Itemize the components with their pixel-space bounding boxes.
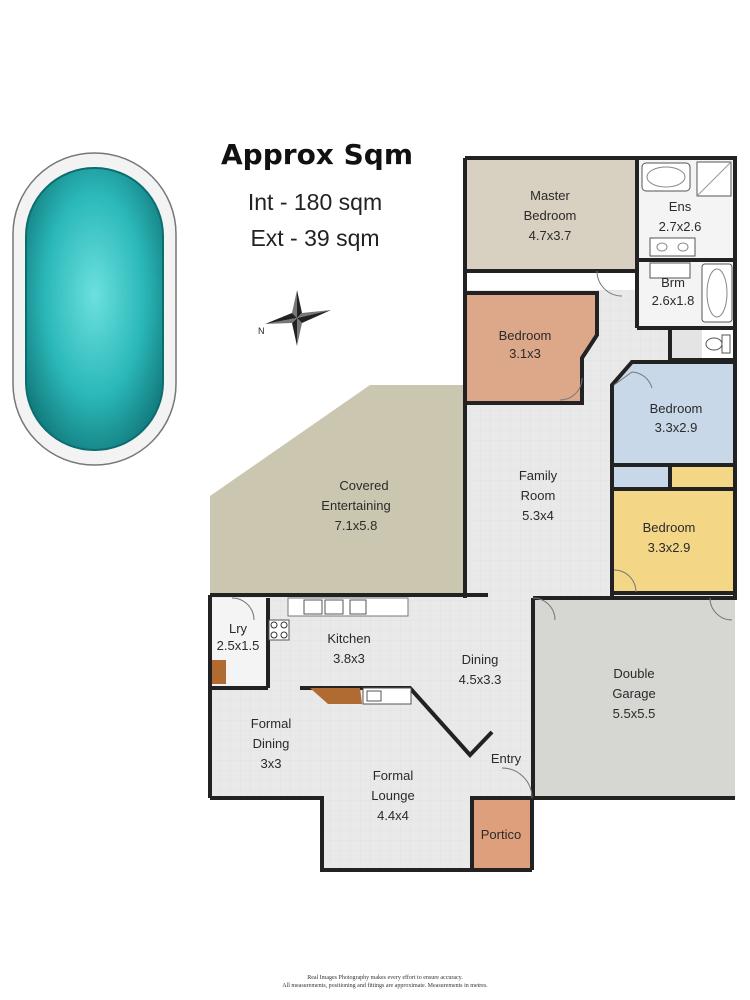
internal-area: Int - 180 sqm [248, 189, 382, 215]
covered-entertaining-area [210, 385, 465, 593]
microwave-icon [362, 687, 412, 705]
room-dining: Dining 4.5x3.3 [459, 652, 502, 687]
svg-text:Family: Family [519, 468, 558, 483]
svg-text:Ens: Ens [669, 199, 692, 214]
doors [231, 270, 733, 799]
bathroom-bath-icon [701, 263, 733, 323]
compass-north-label: N [258, 326, 265, 336]
compass-rose-icon [265, 290, 331, 346]
room-master-bedroom: Master Bedroom 4.7x3.7 [524, 188, 577, 243]
svg-text:3.3x2.9: 3.3x2.9 [648, 540, 691, 555]
disclaimer-line-2: All measurements, positioning and fittin… [282, 982, 488, 989]
svg-text:Kitchen: Kitchen [327, 631, 370, 646]
room-ensuite: Ens 2.7x2.6 [659, 199, 702, 234]
room-bathroom: Brm 2.6x1.8 [652, 275, 695, 308]
laundry-tub [212, 660, 226, 684]
svg-text:4.5x3.3: 4.5x3.3 [459, 672, 502, 687]
svg-text:2.7x2.6: 2.7x2.6 [659, 219, 702, 234]
toilet-icon [705, 334, 731, 354]
svg-text:Bedroom: Bedroom [650, 401, 703, 416]
kitchen-sink-icon [287, 597, 409, 617]
svg-text:3x3: 3x3 [261, 756, 282, 771]
bedroom-3-robe [614, 465, 670, 489]
room-bedroom-3: Bedroom 3.3x2.9 [650, 401, 703, 435]
bedroom-3-floor [612, 362, 735, 465]
room-family-room: Family Room 5.3x4 [519, 468, 558, 523]
room-formal-lounge: Formal Lounge 4.4x4 [371, 768, 414, 823]
disclaimer-line-1: Real Images Photography makes every effo… [307, 974, 463, 981]
svg-text:Dining: Dining [253, 736, 290, 751]
room-portico: Portico [481, 827, 521, 842]
bedroom-4-robe [672, 467, 735, 489]
svg-text:5.3x4: 5.3x4 [522, 508, 554, 523]
svg-text:Bedroom: Bedroom [499, 328, 552, 343]
room-bedroom-4: Bedroom 3.3x2.9 [643, 520, 696, 555]
ensuite-vanity-icon [649, 237, 696, 257]
room-covered-entertaining: Covered Entertaining 7.1x5.8 [321, 478, 390, 533]
svg-text:3.1x3: 3.1x3 [509, 346, 541, 361]
bedroom-2-floor [465, 293, 597, 403]
portico-floor [472, 798, 532, 870]
svg-text:Lry: Lry [229, 621, 248, 636]
bathroom-vanity-icon [649, 262, 691, 279]
swimming-pool [12, 152, 177, 466]
svg-text:Dining: Dining [462, 652, 499, 667]
room-entry: Entry [491, 751, 522, 766]
svg-text:Bedroom: Bedroom [524, 208, 577, 223]
room-kitchen: Kitchen 3.8x3 [327, 631, 370, 666]
svg-text:Covered: Covered [339, 478, 388, 493]
walls [208, 156, 737, 872]
room-bedroom-2: Bedroom 3.1x3 [499, 328, 552, 361]
bedroom-4-floor [614, 489, 735, 593]
area-title: Approx Sqm [221, 138, 413, 171]
master-bedroom-floor [465, 158, 637, 271]
svg-text:4.7x3.7: 4.7x3.7 [529, 228, 572, 243]
svg-text:Bedroom: Bedroom [643, 520, 696, 535]
svg-text:Double: Double [613, 666, 654, 681]
kitchen-island-bench [310, 688, 362, 704]
svg-text:Room: Room [521, 488, 556, 503]
external-area: Ext - 39 sqm [250, 225, 379, 251]
room-laundry: Lry 2.5x1.5 [217, 621, 260, 653]
svg-text:Entertaining: Entertaining [321, 498, 390, 513]
svg-text:3.8x3: 3.8x3 [333, 651, 365, 666]
room-double-garage: Double Garage 5.5x5.5 [612, 666, 655, 721]
double-garage-floor [535, 598, 735, 798]
svg-text:2.6x1.8: 2.6x1.8 [652, 293, 695, 308]
svg-text:Brm: Brm [661, 275, 685, 290]
ensuite-bath-icon [641, 162, 691, 192]
svg-text:Formal: Formal [251, 716, 292, 731]
ensuite-shower-icon [696, 161, 732, 197]
svg-text:4.4x4: 4.4x4 [377, 808, 409, 823]
cooktop-icon [268, 619, 290, 641]
svg-text:2.5x1.5: 2.5x1.5 [217, 638, 260, 653]
pool-water [25, 167, 164, 451]
room-formal-dining: Formal Dining 3x3 [251, 716, 292, 771]
svg-text:5.5x5.5: 5.5x5.5 [613, 706, 656, 721]
svg-text:Garage: Garage [612, 686, 655, 701]
svg-text:Lounge: Lounge [371, 788, 414, 803]
svg-text:Master: Master [530, 188, 570, 203]
svg-text:7.1x5.8: 7.1x5.8 [335, 518, 378, 533]
svg-text:Formal: Formal [373, 768, 414, 783]
svg-text:3.3x2.9: 3.3x2.9 [655, 420, 698, 435]
